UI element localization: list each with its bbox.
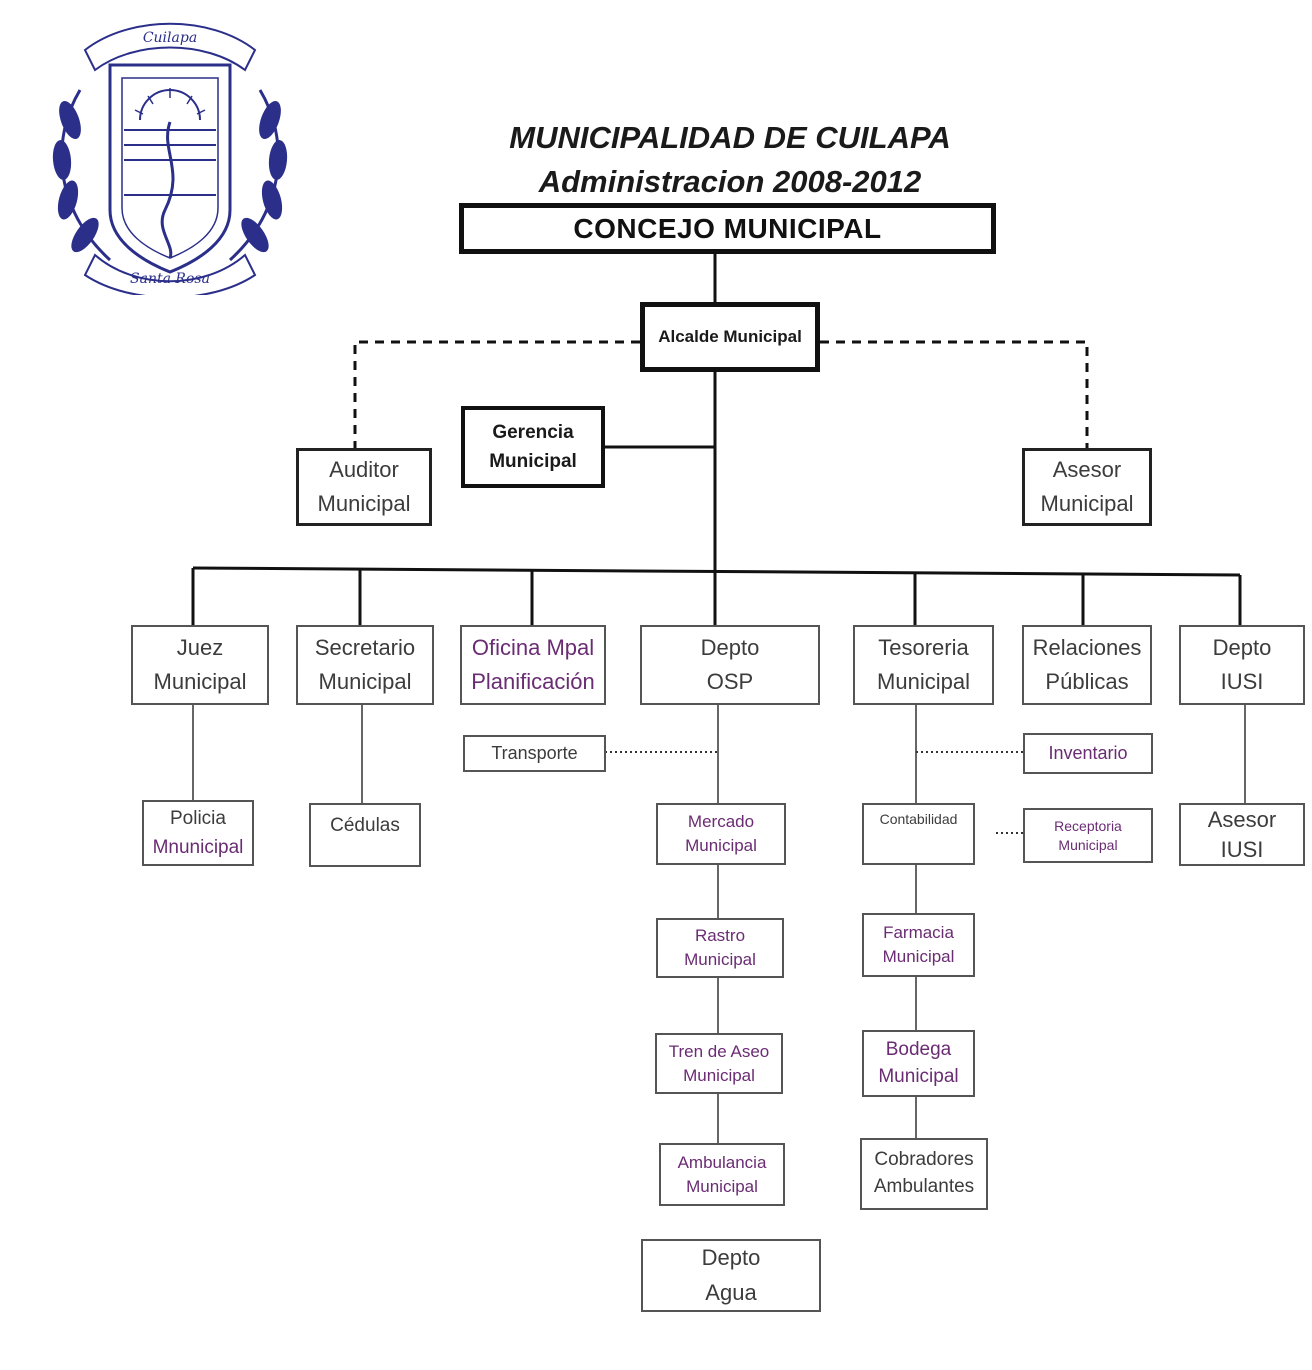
gerencia-box: Gerencia Municipal bbox=[461, 406, 605, 488]
mercado-line-1: Mercado bbox=[687, 812, 755, 832]
mercado-box: Mercado Municipal bbox=[656, 803, 786, 865]
ambulancia-box: Ambulancia Municipal bbox=[659, 1143, 785, 1206]
secretario-line-1: Secretario bbox=[314, 634, 416, 660]
farmacia-line-2: Municipal bbox=[882, 947, 955, 966]
bodega-line-2: Municipal bbox=[878, 1065, 959, 1087]
page-subtitle: Administracion 2008-2012 bbox=[538, 164, 922, 199]
cobradores-line-2: Ambulantes bbox=[873, 1176, 975, 1197]
main-horizontal-bar bbox=[192, 566, 1241, 577]
contabilidad-box: Contabilidad bbox=[862, 803, 975, 865]
juez-line-1: Juez bbox=[176, 634, 224, 660]
receptoria-line-2: Municipal bbox=[1058, 836, 1118, 853]
cobradores-box: Cobradores Ambulantes bbox=[860, 1138, 988, 1210]
alcalde-box: Alcalde Municipal bbox=[640, 302, 820, 372]
planificacion-line-2: Planificación bbox=[471, 669, 595, 694]
asesor-line-1: Asesor bbox=[1052, 456, 1122, 482]
cobradores-line-1: Cobradores bbox=[874, 1149, 974, 1171]
gerencia-line-1: Gerencia bbox=[492, 421, 574, 443]
connector-auditor-dashed bbox=[353, 340, 640, 450]
transporte-box: Transporte bbox=[463, 735, 606, 772]
mercado-line-2: Municipal bbox=[685, 836, 757, 855]
planificacion-line-1: Oficina Mpal bbox=[471, 634, 595, 660]
cedulas-label: Cédulas bbox=[330, 815, 400, 836]
rastro-box: Rastro Municipal bbox=[656, 918, 784, 978]
secretario-box: Secretario Municipal bbox=[296, 625, 434, 705]
tren-aseo-line-1: Tren de Aseo bbox=[668, 1041, 770, 1061]
agua-line-2: Agua bbox=[705, 1279, 757, 1305]
asesor-line-2: Municipal bbox=[1040, 491, 1134, 516]
transporte-label: Transporte bbox=[491, 742, 578, 763]
relaciones-box: Relaciones Públicas bbox=[1022, 625, 1152, 705]
page-title: MUNICIPALIDAD DE CUILAPA bbox=[509, 120, 951, 155]
connector-asesor-dashed bbox=[820, 340, 1089, 450]
juez-line-2: Municipal bbox=[153, 669, 247, 694]
cuilapa-seal-logo: Cuilapa Santa Rosa bbox=[52, 22, 288, 295]
juez-box: Juez Municipal bbox=[131, 625, 269, 705]
asesor-iusi-line-2: IUSI bbox=[1220, 836, 1264, 862]
ambulancia-line-2: Municipal bbox=[686, 1176, 758, 1196]
iusi-line-1: Depto bbox=[1212, 634, 1272, 660]
tesoreria-line-1: Tesoreria bbox=[878, 634, 969, 660]
relaciones-line-1: Relaciones bbox=[1032, 634, 1142, 660]
osp-line-1: Depto bbox=[700, 634, 760, 660]
inventario-label: Inventario bbox=[1048, 742, 1128, 763]
receptoria-box: Receptoria Municipal bbox=[1023, 808, 1153, 863]
auditor-box: Auditor Municipal bbox=[296, 448, 432, 526]
auditor-line-1: Auditor bbox=[329, 456, 399, 482]
asesor-box: Asesor Municipal bbox=[1022, 448, 1152, 526]
tesoreria-box: Tesoreria Municipal bbox=[853, 625, 994, 705]
concejo-label: CONCEJO MUNICIPAL bbox=[573, 212, 882, 244]
policia-box: Policia Mnunicipal bbox=[142, 800, 254, 866]
agua-line-1: Depto bbox=[701, 1245, 761, 1271]
osp-box: Depto OSP bbox=[640, 625, 820, 705]
tesoreria-line-2: Municipal bbox=[877, 669, 970, 694]
osp-line-2: OSP bbox=[706, 669, 754, 694]
farmacia-box: Farmacia Municipal bbox=[862, 913, 975, 977]
logo-top-text: Cuilapa bbox=[143, 30, 197, 46]
asesor-iusi-box: Asesor IUSI bbox=[1179, 803, 1305, 866]
planificacion-box: Oficina Mpal Planificación bbox=[460, 625, 606, 705]
policia-line-1: Policia bbox=[170, 807, 226, 829]
bodega-line-1: Bodega bbox=[885, 1038, 952, 1060]
bodega-box: Bodega Municipal bbox=[862, 1030, 975, 1097]
receptoria-line-1: Receptoria bbox=[1054, 817, 1122, 834]
asesor-iusi-line-1: Asesor bbox=[1207, 806, 1277, 832]
tren-aseo-box: Tren de Aseo Municipal bbox=[655, 1033, 783, 1094]
logo-bottom-text: Santa Rosa bbox=[130, 271, 210, 287]
policia-line-2: Mnunicipal bbox=[152, 837, 244, 858]
ambulancia-line-1: Ambulancia bbox=[677, 1152, 767, 1172]
inventario-box: Inventario bbox=[1023, 733, 1153, 774]
auditor-line-2: Municipal bbox=[317, 491, 411, 516]
alcalde-label: Alcalde Municipal bbox=[658, 326, 802, 346]
farmacia-line-1: Farmacia bbox=[883, 923, 954, 943]
secretario-line-2: Municipal bbox=[318, 669, 412, 694]
gerencia-line-2: Municipal bbox=[489, 451, 577, 472]
concejo-municipal-box: CONCEJO MUNICIPAL bbox=[459, 203, 996, 254]
tren-aseo-line-2: Municipal bbox=[683, 1065, 755, 1085]
iusi-line-2: IUSI bbox=[1220, 669, 1264, 694]
relaciones-line-2: Públicas bbox=[1045, 669, 1129, 694]
rastro-line-2: Municipal bbox=[684, 950, 756, 969]
cedulas-box: Cédulas bbox=[309, 803, 421, 867]
contabilidad-label: Contabilidad bbox=[879, 811, 958, 827]
agua-box: Depto Agua bbox=[641, 1239, 821, 1312]
iusi-box: Depto IUSI bbox=[1179, 625, 1305, 705]
rastro-line-1: Rastro bbox=[694, 926, 746, 946]
